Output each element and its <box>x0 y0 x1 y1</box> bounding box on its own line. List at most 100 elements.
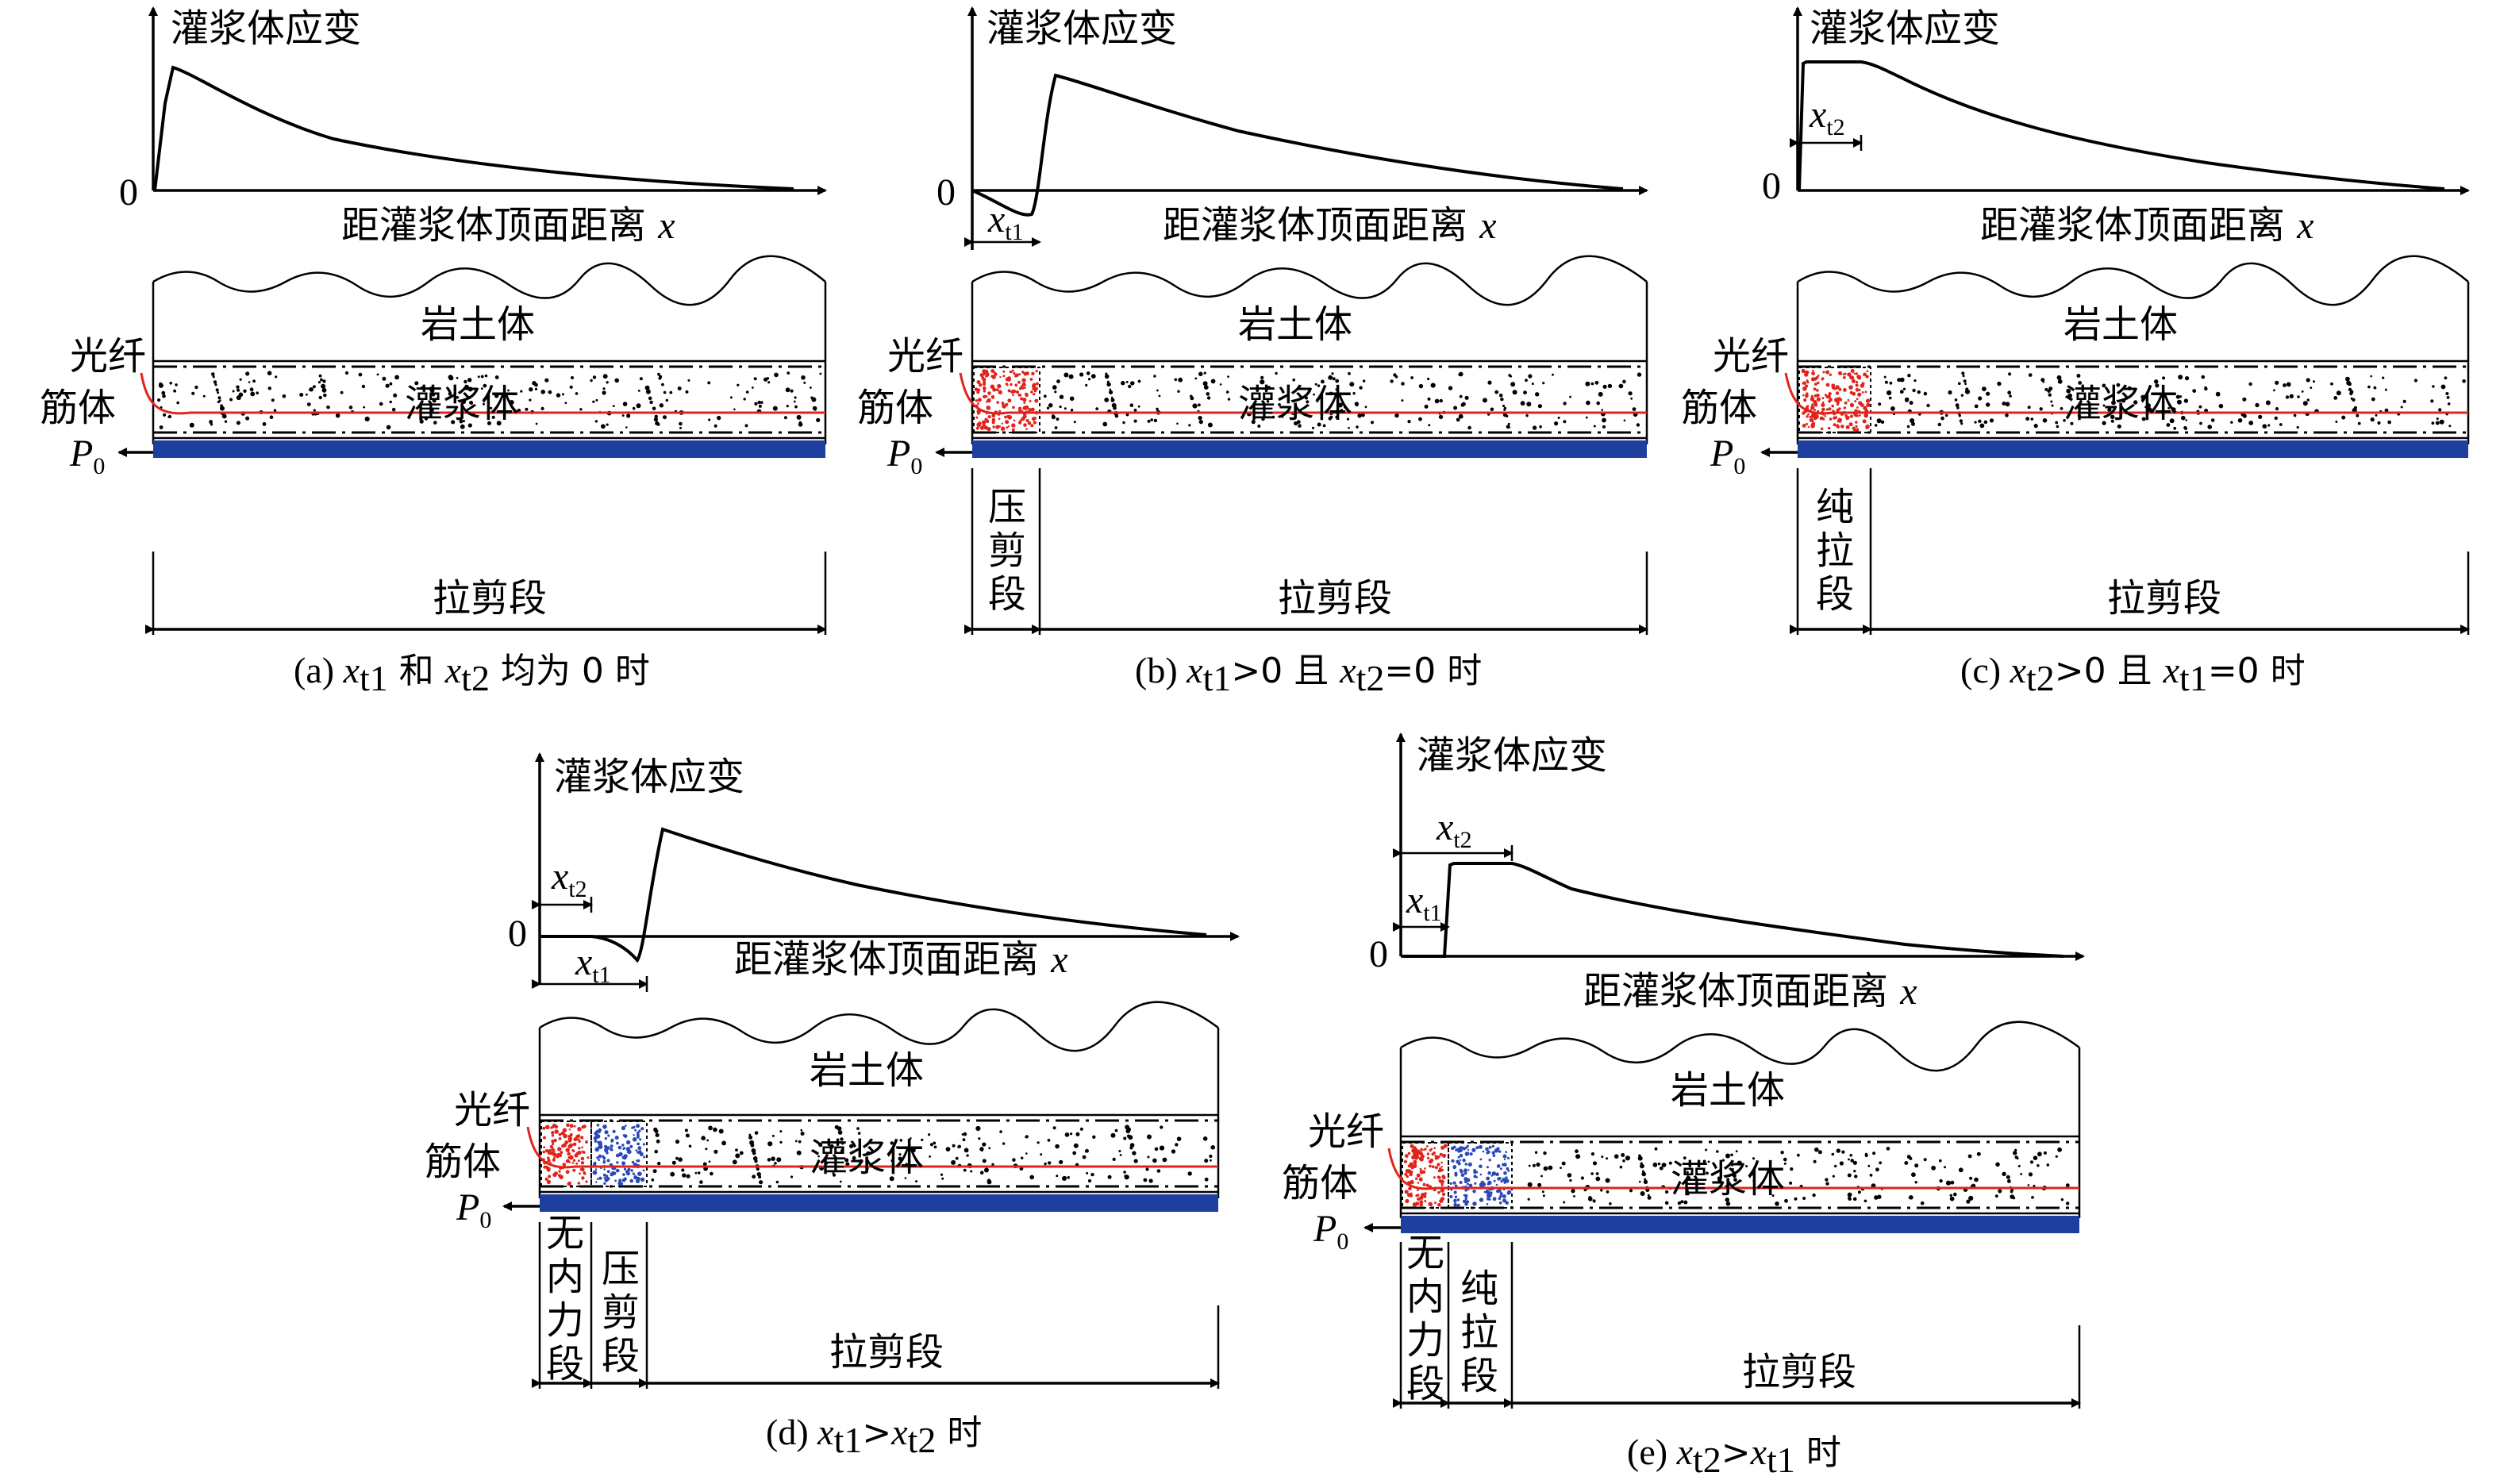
rock-label: 岩土体 <box>810 1048 924 1093</box>
load-label: P0 <box>69 433 105 479</box>
panel-b: 灌浆体应变 0 距灌浆体顶面距离 x xt1 岩土体 灌浆体 光纤 筋体 <box>857 6 1648 698</box>
no-force-zone-dots <box>542 1123 590 1186</box>
y-axis-label: 灌浆体应变 <box>987 6 1177 51</box>
panel-e: 灌浆体应变 0 距灌浆体顶面距离 x xt2 xt1 岩土体 <box>1282 732 2085 1480</box>
rock-label: 岩土体 <box>2063 302 2178 347</box>
anchor-diagram-c: 岩土体 灌浆体 光纤 筋体 P0 纯 拉 段 拉剪段 <box>1681 255 2470 635</box>
optical-fiber <box>140 372 825 415</box>
xt1-label: xt1 <box>575 941 611 988</box>
pure-tension-zone <box>1798 367 1871 433</box>
compression-zone <box>973 367 1040 433</box>
rock-surface <box>152 255 826 306</box>
bar-label: 筋体 <box>857 386 933 430</box>
x-axis-label: 距灌浆体顶面距离 x <box>1583 969 1917 1013</box>
strain-graph-b: 灌浆体应变 0 距灌浆体顶面距离 x xt1 <box>937 6 1648 250</box>
svg-text:无: 无 <box>546 1211 584 1255</box>
rock-surface <box>539 1001 1219 1052</box>
caption-e: (e) xt2>xt1 时 <box>1627 1432 1841 1480</box>
svg-text:剪: 剪 <box>602 1290 640 1335</box>
svg-text:拉: 拉 <box>1460 1310 1498 1355</box>
segment-tension-shear: 拉剪段 <box>2107 576 2221 621</box>
svg-text:段: 段 <box>602 1334 640 1378</box>
optical-fiber <box>1387 1148 2079 1190</box>
anchor-bar <box>540 1194 1218 1212</box>
caption-a: (a) xt1 和 xt2 均为 0 时 <box>294 650 650 698</box>
svg-text:段: 段 <box>1406 1362 1444 1406</box>
segment-tension-shear: 拉剪段 <box>829 1330 944 1374</box>
segment-tension-shear: 拉剪段 <box>433 576 547 621</box>
compression-zone <box>590 1121 648 1187</box>
strain-graph-a: 灌浆体应变 0 距灌浆体顶面距离 x <box>119 6 827 248</box>
x-axis-label: 距灌浆体顶面距离 x <box>1163 203 1497 248</box>
svg-text:段: 段 <box>546 1342 584 1386</box>
pure-tension-zone <box>1448 1142 1513 1209</box>
origin-label: 0 <box>937 171 956 213</box>
strain-curve <box>1798 60 2445 191</box>
bar-label: 筋体 <box>1681 386 1757 430</box>
svg-text:段: 段 <box>1816 572 1854 617</box>
y-axis-label: 灌浆体应变 <box>1810 6 2000 51</box>
fiber-label: 光纤 <box>1308 1109 1384 1154</box>
rock-label: 岩土体 <box>421 302 535 347</box>
y-axis-label: 灌浆体应变 <box>171 6 361 51</box>
grout-aggregate <box>157 371 822 430</box>
xt1-label: xt1 <box>1406 879 1442 926</box>
load-label: P0 <box>887 433 922 479</box>
strain-curve <box>971 73 1624 217</box>
svg-text:压: 压 <box>602 1247 640 1291</box>
no-force-zone <box>540 1121 592 1187</box>
y-axis-label: 灌浆体应变 <box>1417 733 1607 778</box>
fiber-label: 光纤 <box>70 334 146 379</box>
strain-graph-d: 灌浆体应变 0 距灌浆体顶面距离 x xt2 xt1 <box>508 752 1240 992</box>
origin-label: 0 <box>1762 165 1781 207</box>
compression-zone-dots <box>592 1124 646 1186</box>
optical-fiber <box>1784 372 2468 415</box>
fiber-label: 光纤 <box>1713 334 1789 379</box>
svg-text:纯: 纯 <box>1460 1267 1498 1311</box>
fiber-label: 光纤 <box>454 1088 530 1132</box>
origin-label: 0 <box>1369 933 1388 975</box>
grout-label: 灌浆体 <box>405 382 519 426</box>
rock-surface <box>1400 1021 2080 1072</box>
anchor-diagram-d: 岩土体 灌浆体 光纤 筋体 P0 无 内 力 段 <box>425 1001 1220 1389</box>
x-axis-label: 距灌浆体顶面距离 x <box>734 937 1068 982</box>
caption-b: (b) xt1>0 且 xt2=0 时 <box>1135 650 1482 698</box>
xt2-label: xt2 <box>551 855 587 902</box>
rock-label: 岩土体 <box>1238 302 1352 347</box>
svg-text:无: 无 <box>1406 1231 1444 1275</box>
panel-c: 灌浆体应变 0 距灌浆体顶面距离 x xt2 岩土体 灌浆体 光纤 筋体 <box>1681 6 2470 698</box>
svg-text:拉: 拉 <box>1816 529 1854 573</box>
segment-compression-shear: 压 剪 段 <box>988 485 1026 617</box>
grout-label: 灌浆体 <box>2063 382 2178 426</box>
segment-pure-tension: 纯 拉 段 <box>1460 1267 1498 1398</box>
caption-c: (c) xt2>0 且 xt1=0 时 <box>1960 650 2306 698</box>
anchor-bar <box>1798 440 2468 458</box>
grout-label: 灌浆体 <box>1671 1157 1785 1201</box>
bar-label: 筋体 <box>1282 1161 1358 1205</box>
compression-zone-dots <box>974 369 1039 432</box>
strain-curve <box>1402 862 2064 958</box>
x-axis-label: 距灌浆体顶面距离 x <box>1980 203 2314 248</box>
anchor-diagram-b: 岩土体 灌浆体 光纤 筋体 P0 压 剪 段 拉剪段 <box>857 255 1648 635</box>
svg-text:内: 内 <box>546 1255 584 1299</box>
grout-aggregate <box>651 1125 1215 1185</box>
xt2-label: xt2 <box>1436 806 1472 853</box>
origin-label: 0 <box>119 171 138 213</box>
strain-curve <box>153 65 794 191</box>
pure-tension-zone-dots <box>1449 1144 1512 1208</box>
xt2-label: xt2 <box>1809 94 1845 140</box>
anchor-bar <box>1401 1216 2079 1233</box>
segment-tension-shear: 拉剪段 <box>1278 576 1392 621</box>
optical-fiber <box>526 1126 1218 1169</box>
svg-text:段: 段 <box>1460 1354 1498 1398</box>
panel-a: 灌浆体应变 0 距灌浆体顶面距离 x 岩土体 灌浆体 光纤 筋体 P0 拉 <box>40 6 827 698</box>
grout-aggregate <box>1527 1147 2070 1206</box>
pure-tension-zone-dots <box>1801 368 1871 433</box>
bar-label: 筋体 <box>425 1140 501 1184</box>
svg-text:力: 力 <box>546 1298 584 1343</box>
rock-label: 岩土体 <box>1671 1068 1785 1113</box>
segment-no-force: 无 内 力 段 <box>1406 1231 1444 1406</box>
optical-fiber <box>959 372 1647 415</box>
xt1-label: xt1 <box>987 198 1024 245</box>
